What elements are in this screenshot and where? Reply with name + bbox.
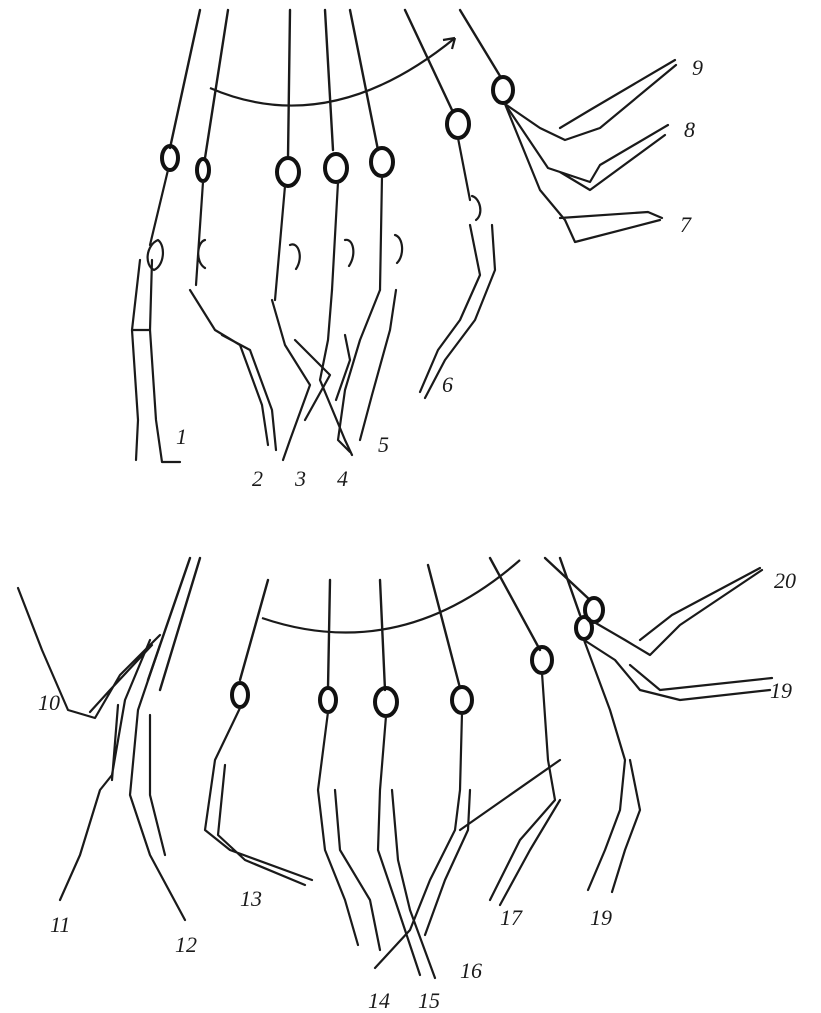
label-14: 14: [368, 988, 390, 1013]
bottom-sequence: 10 11 12 13 14 15 16 17 19 19 20: [18, 558, 796, 1013]
label-8: 8: [684, 117, 695, 142]
top-labels: 1 2 3 4 5 6 7 8 9: [176, 55, 703, 491]
label-15: 15: [418, 988, 440, 1013]
gymnast-figure-4: [320, 182, 353, 455]
gymnast-figure-5: [338, 176, 402, 452]
label-16: 16: [460, 958, 482, 983]
label-5: 5: [378, 432, 389, 457]
label-20: 20: [774, 568, 796, 593]
label-19-lower: 19: [590, 905, 612, 930]
top-sequence: 1 2 3 4 5 6 7 8 9: [132, 10, 703, 491]
gymnast-figure-12: [130, 645, 185, 920]
bottom-labels: 10 11 12 13 14 15 16 17 19 19 20: [38, 568, 796, 1013]
gymnast-figure-19-lower: [584, 640, 640, 892]
gymnast-figure-20: [594, 568, 762, 655]
gymnast-figure-14: [318, 712, 380, 950]
label-3: 3: [294, 466, 306, 491]
top-swing-arc: [210, 38, 455, 106]
label-19-upper: 19: [770, 678, 792, 703]
gymnast-figure-8: [505, 104, 668, 190]
gymnast-figure-19-upper: [584, 640, 772, 700]
gymnast-figure-11: [60, 640, 150, 900]
bottom-swing-arc: [262, 560, 520, 633]
gymnast-figure-15: [378, 716, 435, 978]
label-10: 10: [38, 690, 60, 715]
gymnast-figure-16: [375, 713, 470, 968]
label-7: 7: [680, 212, 692, 237]
label-2: 2: [252, 466, 263, 491]
gymnast-figure-6: [420, 138, 495, 398]
gymnast-figure-2: [190, 182, 276, 450]
label-11: 11: [50, 912, 70, 937]
gymnast-figure-9: [505, 60, 676, 140]
label-9: 9: [692, 55, 703, 80]
bottom-rings: [232, 598, 603, 716]
gymnast-figure-7: [505, 104, 662, 242]
gymnast-figure-1: [132, 170, 180, 462]
label-4: 4: [337, 466, 348, 491]
gymnast-figure-3: [272, 186, 330, 460]
label-12: 12: [175, 932, 197, 957]
label-17: 17: [500, 905, 523, 930]
label-1: 1: [176, 424, 187, 449]
bottom-ropes: [148, 558, 590, 690]
label-13: 13: [240, 886, 262, 911]
gymnast-figure-17: [460, 673, 560, 905]
gymnast-figure-13: [205, 708, 312, 885]
label-6: 6: [442, 372, 453, 397]
